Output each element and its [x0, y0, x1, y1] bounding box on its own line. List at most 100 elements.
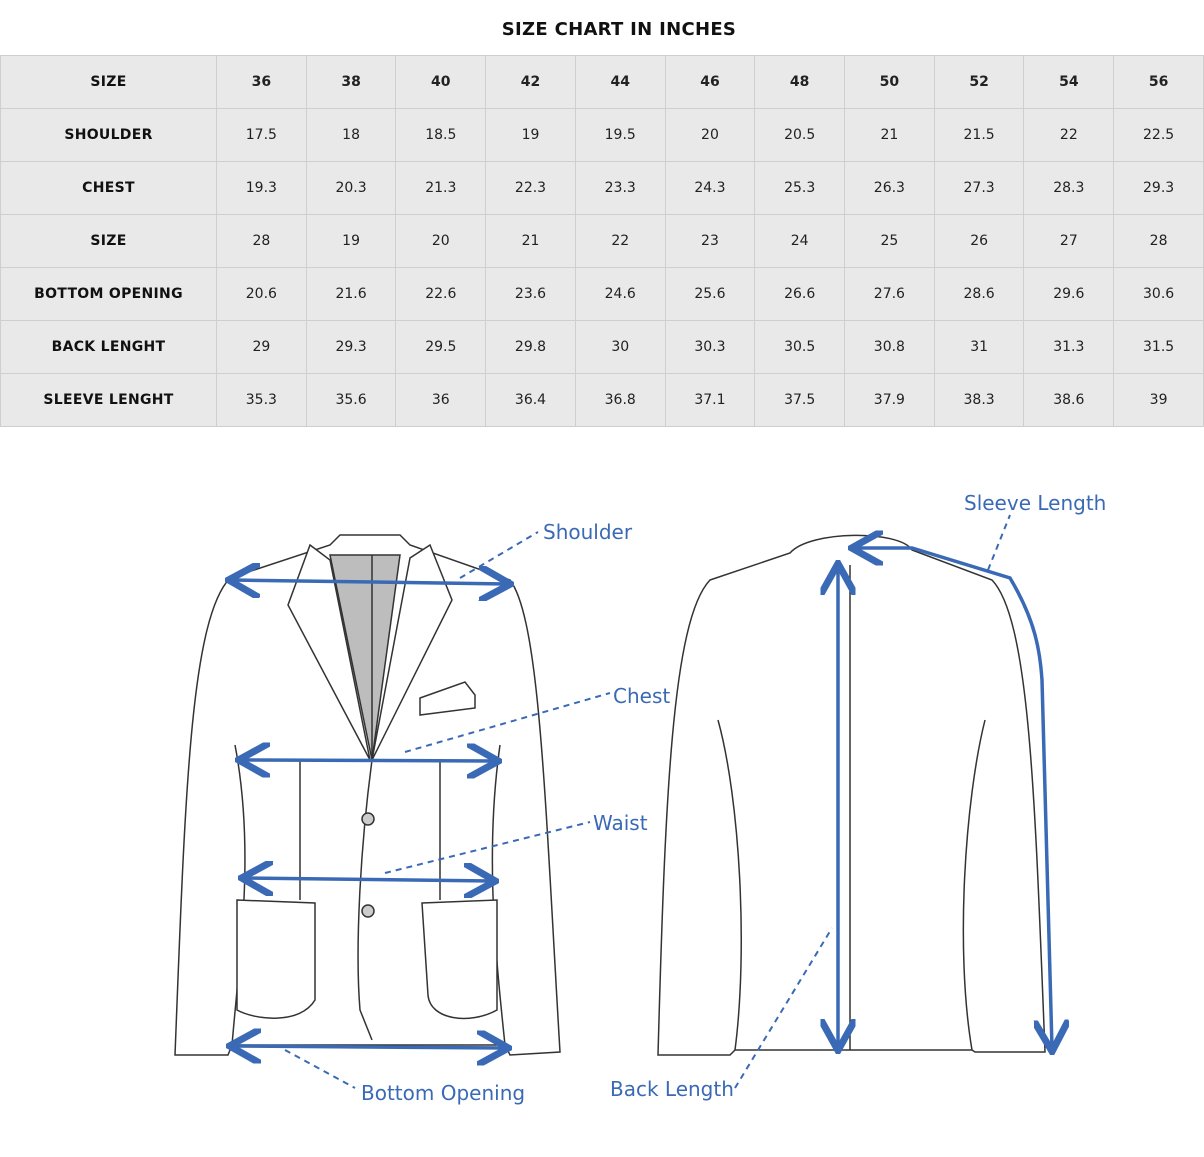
row-label: SIZE: [0, 55, 217, 109]
row-label: SIZE: [0, 214, 217, 268]
table-cell: 31: [933, 320, 1025, 374]
size-header-cell: 38: [305, 55, 397, 109]
table-cell: 29.3: [1113, 161, 1204, 215]
table-cell: 31.3: [1023, 320, 1115, 374]
table-cell: 29: [216, 320, 307, 374]
size-header-cell: 36: [216, 55, 307, 109]
table-cell: 29.6: [1023, 267, 1115, 321]
table-cell: 37.1: [664, 373, 756, 427]
table-cell: 20.5: [754, 108, 846, 162]
leader-lines: [284, 514, 1011, 1089]
jacket-measurement-diagram: Shoulder Chest Waist Bottom Opening Back…: [174, 491, 1106, 1105]
table-cell: 28: [216, 214, 307, 268]
table-cell: 19: [485, 108, 576, 162]
table-cell: 30.3: [664, 320, 756, 374]
table-cell: 21.6: [305, 267, 397, 321]
table-cell: 23.3: [574, 161, 666, 215]
table-cell: 22: [574, 214, 666, 268]
size-header-cell: 44: [574, 55, 666, 109]
table-cell: 25.6: [664, 267, 756, 321]
table-cell: 38.3: [933, 373, 1025, 427]
page-title: SIZE CHART IN INCHES: [501, 19, 737, 40]
table-cell: 24: [754, 214, 846, 268]
table-cell: 26: [933, 214, 1025, 268]
table-cell: 36.8: [574, 373, 666, 427]
table-cell: 35.3: [216, 373, 307, 427]
table-cell: 19: [305, 214, 397, 268]
size-header-cell: 50: [844, 55, 935, 109]
table-cell: 28.3: [1023, 161, 1115, 215]
table-cell: 26.3: [844, 161, 935, 215]
table-cell: 35.6: [305, 373, 397, 427]
back-jacket-outline: [657, 534, 1046, 1056]
row-label: SHOULDER: [0, 108, 217, 162]
waist-label: Waist: [593, 811, 648, 835]
table-cell: 19.5: [574, 108, 666, 162]
table-cell: 31.5: [1113, 320, 1204, 374]
table-cell: 22.6: [395, 267, 487, 321]
table-cell: 20: [664, 108, 756, 162]
size-header-cell: 48: [754, 55, 846, 109]
table-cell: 28: [1113, 214, 1204, 268]
table-cell: 30: [574, 320, 666, 374]
size-header-cell: 42: [485, 55, 576, 109]
row-label: BOTTOM OPENING: [0, 267, 217, 321]
size-header-cell: 54: [1023, 55, 1115, 109]
table-cell: 38.6: [1023, 373, 1115, 427]
table-cell: 36.4: [485, 373, 576, 427]
table-cell: 22.3: [485, 161, 576, 215]
table-cell: 30.6: [1113, 267, 1204, 321]
table-cell: 36: [395, 373, 487, 427]
table-cell: 39: [1113, 373, 1204, 427]
table-cell: 20.6: [216, 267, 307, 321]
table-cell: 22: [1023, 108, 1115, 162]
table-cell: 20: [395, 214, 487, 268]
table-cell: 29.8: [485, 320, 576, 374]
table-cell: 27: [1023, 214, 1115, 268]
table-cell: 17.5: [216, 108, 307, 162]
table-cell: 26.6: [754, 267, 846, 321]
table-cell: 25.3: [754, 161, 846, 215]
table-cell: 30.8: [844, 320, 935, 374]
table-cell: 21.3: [395, 161, 487, 215]
row-label: BACK LENGHT: [0, 320, 217, 374]
front-jacket-outline: [174, 534, 561, 1056]
row-label: CHEST: [0, 161, 217, 215]
table-cell: 28.6: [933, 267, 1025, 321]
table-cell: 24.6: [574, 267, 666, 321]
size-header-cell: 46: [664, 55, 756, 109]
table-cell: 29.3: [305, 320, 397, 374]
table-cell: 23: [664, 214, 756, 268]
size-header-cell: 56: [1113, 55, 1204, 109]
table-cell: 20.3: [305, 161, 397, 215]
bottom-opening-label: Bottom Opening: [361, 1081, 525, 1105]
measurement-arrows: [232, 548, 1052, 1048]
table-cell: 29.5: [395, 320, 487, 374]
table-cell: 37.9: [844, 373, 935, 427]
table-cell: 21: [844, 108, 935, 162]
table-cell: 19.3: [216, 161, 307, 215]
table-cell: 21: [485, 214, 576, 268]
sleeve-length-label: Sleeve Length: [964, 491, 1106, 515]
table-cell: 37.5: [754, 373, 846, 427]
table-cell: 25: [844, 214, 935, 268]
table-cell: 27.6: [844, 267, 935, 321]
table-cell: 23.6: [485, 267, 576, 321]
row-label: SLEEVE LENGHT: [0, 373, 217, 427]
table-cell: 27.3: [933, 161, 1025, 215]
size-header-cell: 40: [395, 55, 487, 109]
shoulder-label: Shoulder: [543, 520, 633, 544]
table-cell: 30.5: [754, 320, 846, 374]
table-cell: 18: [305, 108, 397, 162]
back-length-label: Back Length: [610, 1077, 734, 1101]
chest-label: Chest: [613, 684, 670, 708]
table-cell: 22.5: [1113, 108, 1204, 162]
table-cell: 18.5: [395, 108, 487, 162]
